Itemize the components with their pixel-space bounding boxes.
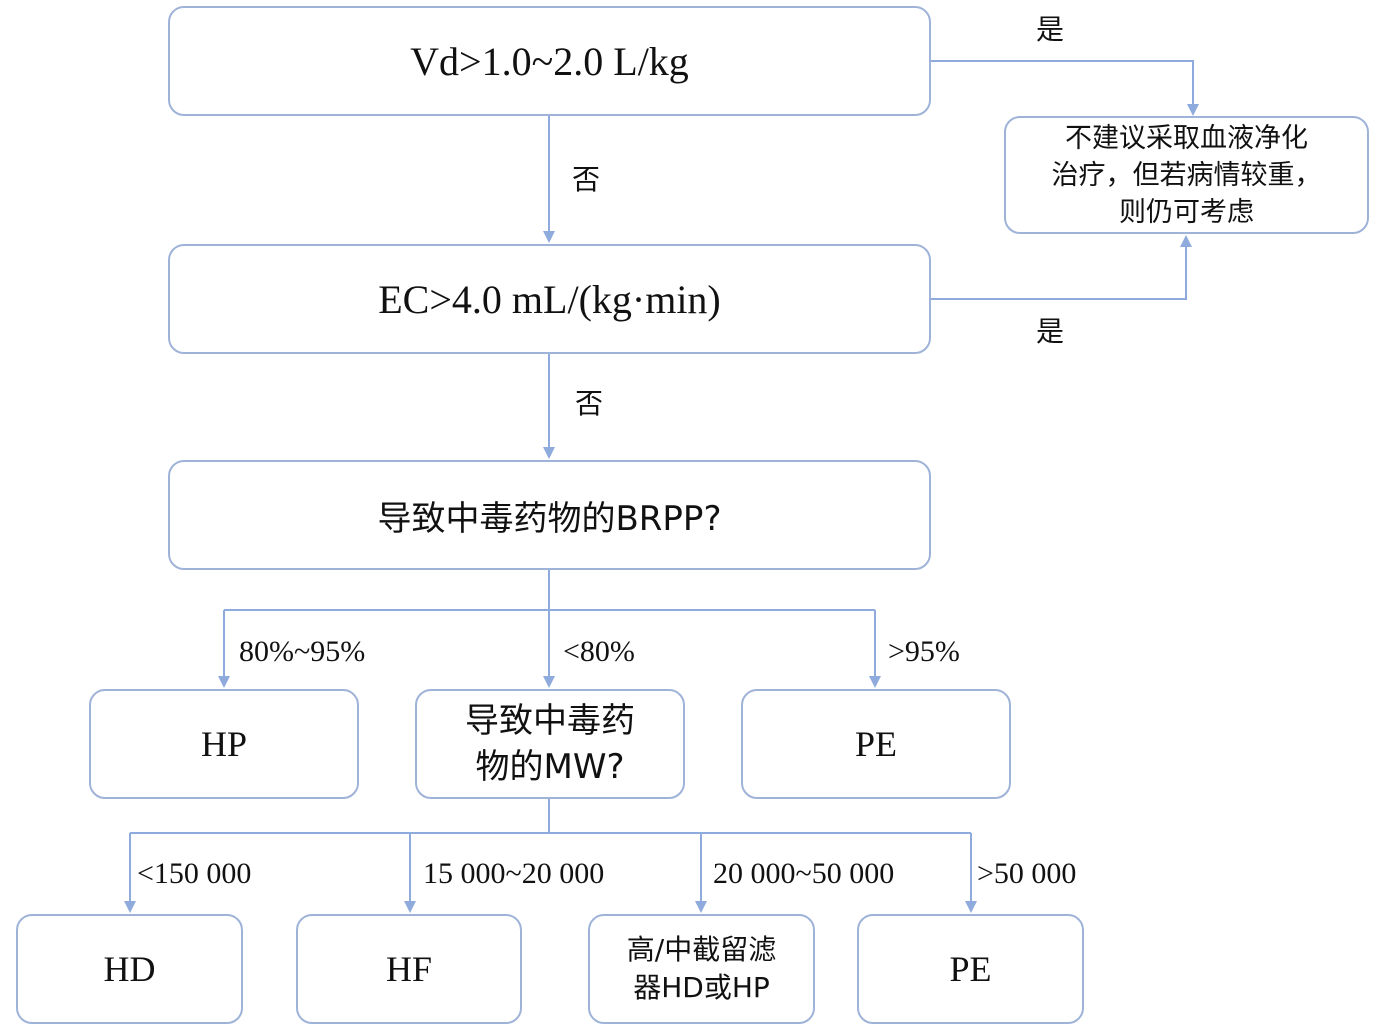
label-brpp-80-95: 80%~95% [239,635,366,668]
label-mw-lt150000: <150 000 [137,857,252,890]
hd-box: HD [16,914,243,1024]
ec-condition-box: EC>4.0 mL/(kg·min) [168,244,931,354]
hp-text: HP [200,724,248,764]
label-yes-ec: 是 [1036,315,1065,348]
arrow-vd-to-not-recommended [931,60,1199,116]
label-no-vd: 否 [572,163,601,196]
pe-mw-box: PE [857,914,1084,1024]
label-brpp-lt80: <80% [563,635,635,668]
not-recommended-line-3: 则仍可考虑 [1119,196,1254,228]
mw-question-line-1: 导致中毒药 [465,701,635,741]
hd-text: HD [103,949,156,989]
not-recommended-line-2: 治疗，但若病情较重， [1051,159,1322,191]
label-yes-vd: 是 [1036,13,1065,46]
ec-condition-text: EC>4.0 mL/(kg·min) [378,276,721,322]
arrow-ec-to-not-recommended [931,235,1192,300]
label-no-ec: 否 [575,387,604,420]
high-flux-box: 高/中截留滤 器HD或HP [588,914,815,1024]
pe-brpp-text: PE [854,724,897,764]
brpp-question-text: 导致中毒药物的BRPP? [377,498,722,539]
label-mw-15000-20000: 15 000~20 000 [423,857,605,890]
hf-text: HF [385,949,433,989]
hf-box: HF [296,914,522,1024]
not-recommended-line-1: 不建议采取血液净化 [1065,122,1308,154]
mw-question-line-2: 物的MW? [475,747,625,787]
mw-question-box: 导致中毒药 物的MW? [415,689,685,799]
high-flux-line-1: 高/中截留滤 [626,933,777,966]
label-brpp-gt95: >95% [888,635,960,668]
label-mw-gt50000: >50 000 [977,857,1077,890]
brpp-question-box: 导致中毒药物的BRPP? [168,460,931,570]
not-recommended-box: 不建议采取血液净化 治疗，但若病情较重， 则仍可考虑 [1004,116,1369,234]
hp-box: HP [89,689,359,799]
vd-condition-text: Vd>1.0~2.0 L/kg [410,38,689,84]
label-mw-20000-50000: 20 000~50 000 [713,857,895,890]
pe-brpp-box: PE [741,689,1011,799]
pe-mw-text: PE [949,949,992,989]
vd-condition-box: Vd>1.0~2.0 L/kg [168,6,931,116]
high-flux-line-2: 器HD或HP [633,971,770,1004]
